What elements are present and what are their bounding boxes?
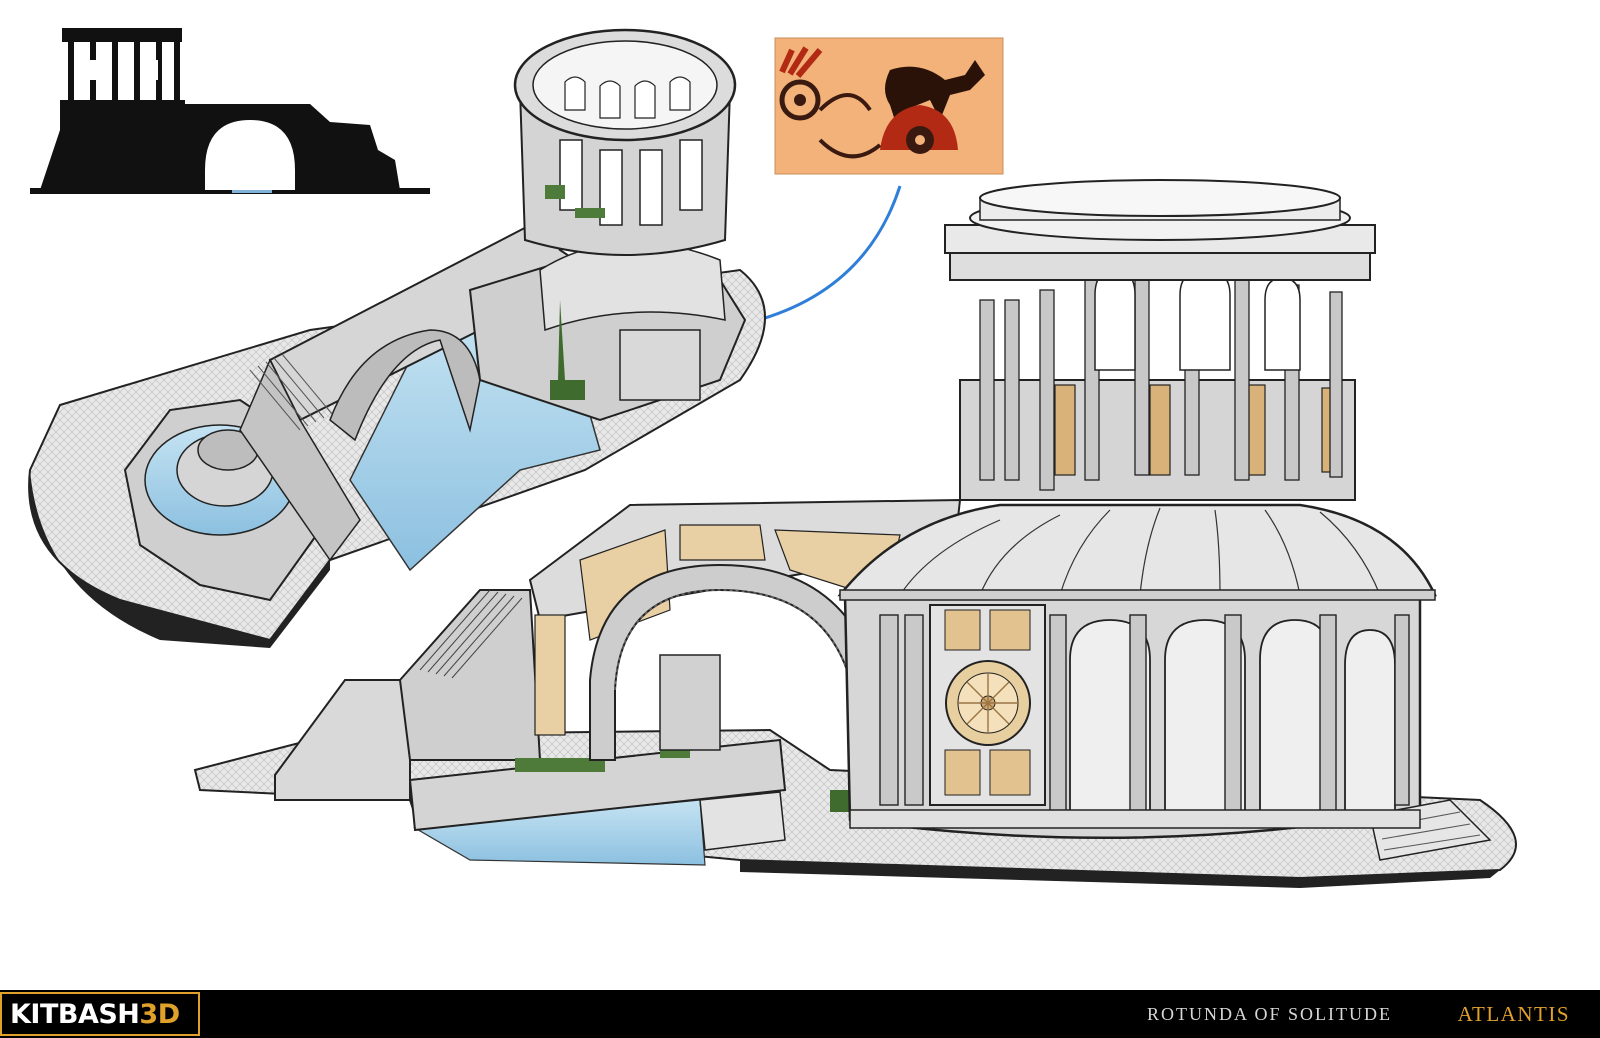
- isometric-overview: [28, 28, 766, 648]
- reference-pottery-panel: [774, 37, 1004, 175]
- palmette-ornament-icon: [779, 46, 872, 121]
- rotunda-main-view: [193, 179, 1517, 888]
- series-name: ATLANTIS: [1457, 1002, 1570, 1026]
- goat-figure-icon: [885, 60, 985, 130]
- artwork-title: ROTUNDA OF SOLITUDE: [1147, 1004, 1392, 1024]
- concept-art-canvas: [28, 28, 1517, 888]
- logo-text-primary: KITBASH: [10, 998, 140, 1030]
- fan-palmette-icon: [880, 105, 958, 154]
- silhouette-elevation: [30, 28, 430, 194]
- logo-text-accent: 3D: [139, 998, 180, 1030]
- rosette-icon: [945, 660, 1031, 746]
- footer-bar: KITBASH 3D ROTUNDA OF SOLITUDE ATLANTIS: [0, 990, 1600, 1038]
- kitbash3d-logo: KITBASH 3D: [0, 992, 200, 1036]
